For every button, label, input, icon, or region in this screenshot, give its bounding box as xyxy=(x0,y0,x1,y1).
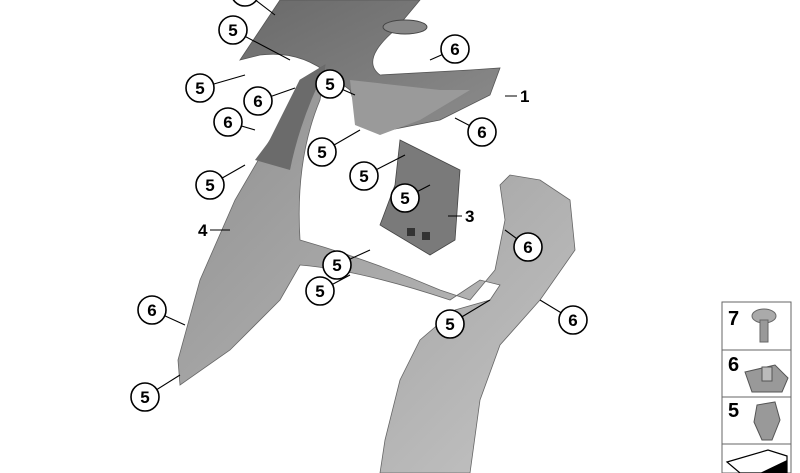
callout-5: 5 xyxy=(307,137,337,167)
callout-5: 5 xyxy=(322,250,352,280)
part-label-1: 1 xyxy=(520,87,529,106)
part-3-bracket xyxy=(379,139,461,256)
legend-number-5: 5 xyxy=(728,400,739,422)
callout-5: 5 xyxy=(130,382,160,412)
clip-nut-icon xyxy=(744,364,789,393)
grommet xyxy=(382,19,428,35)
legend-number-7: 7 xyxy=(728,308,739,330)
callout-number: 6 xyxy=(450,40,459,59)
callout-number: 6 xyxy=(523,238,532,257)
callout-number: 6 xyxy=(477,123,486,142)
callout-number: 5 xyxy=(325,75,334,94)
callout-5: 5 xyxy=(315,69,345,99)
callout-number: 5 xyxy=(195,79,204,98)
callout-5: 5 xyxy=(195,170,225,200)
callout-6: 6 xyxy=(213,107,243,137)
callout-5: 5 xyxy=(218,15,248,45)
callout-number: 6 xyxy=(147,301,156,320)
screw-icon xyxy=(751,308,777,343)
fastener-legend: 7 6 5 xyxy=(721,301,792,473)
callout-5: 5 xyxy=(185,73,215,103)
callout-number: 5 xyxy=(359,167,368,186)
callout-5: 5 xyxy=(390,183,420,213)
callout-6: 6 xyxy=(513,232,543,262)
callout-number: 5 xyxy=(315,282,324,301)
callout-number: 5 xyxy=(400,189,409,208)
callout-5: 5 xyxy=(305,276,335,306)
callout-number: 5 xyxy=(228,21,237,40)
callout-number: 5 xyxy=(445,315,454,334)
callout-number: 5 xyxy=(240,0,249,2)
callout-5: 5 xyxy=(349,161,379,191)
part-4-inner-edge xyxy=(255,65,325,170)
callout-5: 5 xyxy=(232,0,258,7)
bracket-icon xyxy=(725,449,788,473)
callout-number: 6 xyxy=(253,92,262,111)
part-1-lower-face xyxy=(350,80,470,135)
callout-number: 5 xyxy=(140,388,149,407)
callout-number: 5 xyxy=(205,176,214,195)
part-label-4: 4 xyxy=(198,221,208,240)
callout-6: 6 xyxy=(467,117,497,147)
legend-number-6: 6 xyxy=(728,354,739,376)
callout-5: 5 xyxy=(435,309,465,339)
callout-number: 5 xyxy=(317,143,326,162)
part-label-3: 3 xyxy=(465,207,474,226)
leader-line xyxy=(254,0,276,16)
spring-clip-icon xyxy=(753,401,781,441)
callout-number: 5 xyxy=(332,256,341,275)
callout-number: 6 xyxy=(223,113,232,132)
callout-6: 6 xyxy=(137,295,167,325)
callout-6: 6 xyxy=(243,86,273,116)
callout-number: 6 xyxy=(568,311,577,330)
callout-6: 6 xyxy=(558,305,588,335)
callout-6: 6 xyxy=(440,34,470,64)
